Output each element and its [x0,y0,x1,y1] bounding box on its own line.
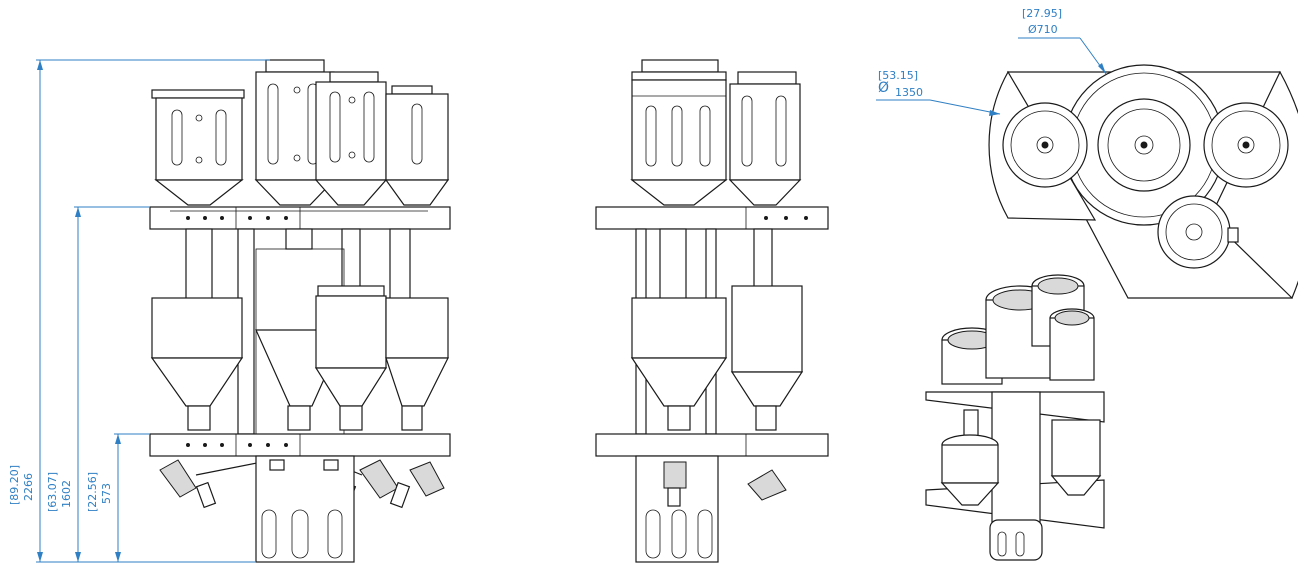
top-view [988,64,1298,300]
lower-hopper-3 [314,285,388,431]
hopper-4 [384,85,450,206]
lower-deck-height-inch: [22.56] [86,472,99,512]
height-dimensions [36,59,270,563]
upper-deck-height-mm: 1602 [60,480,73,508]
small-diameter-inch: [27.95] [1022,7,1062,20]
upper-deck-height-inch: [63.07] [46,472,59,512]
large-diameter-symbol: Ø [878,80,889,96]
front-view [149,59,451,563]
base-receiver [255,455,355,563]
side-view [595,59,829,563]
total-height-mm: 2266 [22,473,35,501]
lower-deck-height-mm: 573 [100,483,113,504]
total-height-inch: [89.20] [8,465,21,505]
hopper-1 [151,89,245,206]
small-diameter-mm: Ø710 [1028,23,1058,36]
hopper-3 [314,71,388,206]
large-diameter-inch: [53.15] [878,69,918,82]
diameter-dimensions [876,37,1107,116]
isometric-view [925,274,1105,561]
lower-hopper-1 [150,297,244,431]
lower-hopper-4 [385,297,449,431]
large-diameter-mm: 1350 [895,86,923,99]
